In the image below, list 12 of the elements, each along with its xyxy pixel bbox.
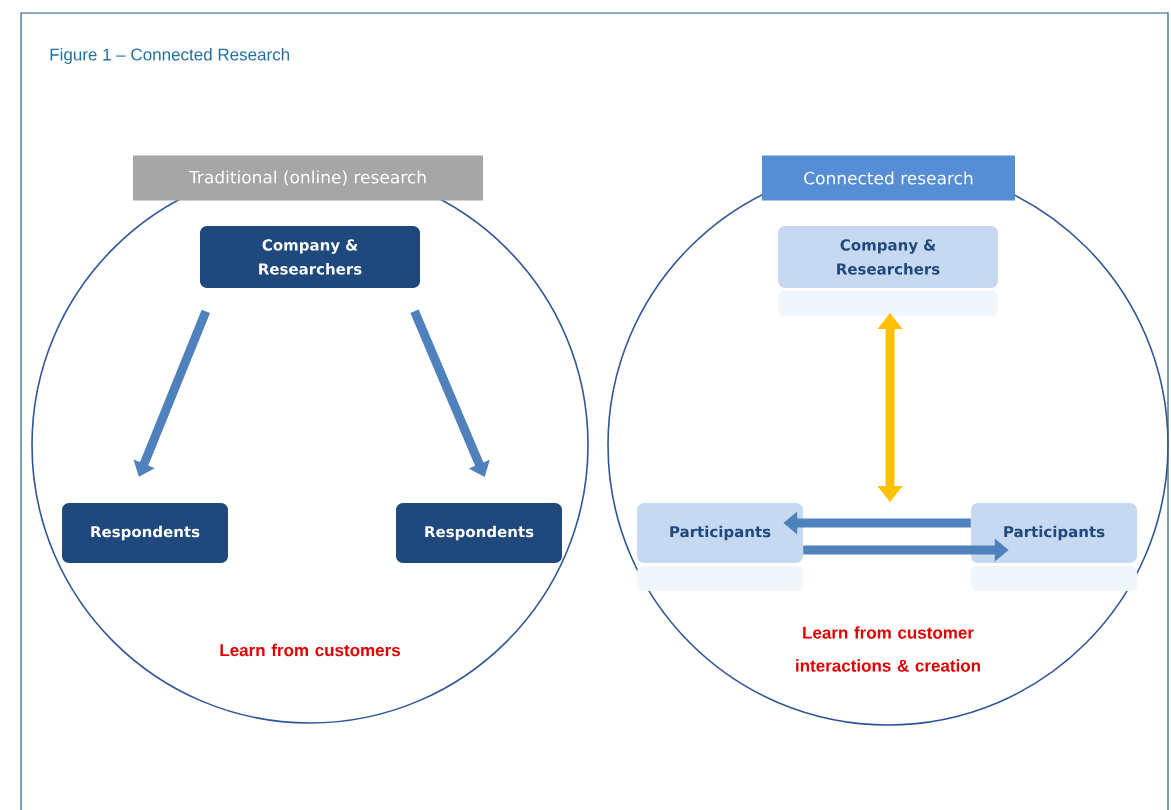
heading-band: Connected research bbox=[762, 155, 1015, 201]
entity-box: Respondents bbox=[396, 503, 562, 563]
conclusion-text: Learn from customers bbox=[220, 643, 400, 657]
conclusion-text: Learn from customer interactions & creation bbox=[796, 626, 980, 672]
heading-band: Traditional (online) research bbox=[133, 155, 483, 201]
entity-box: Respondents bbox=[62, 503, 228, 563]
entity-box: Company & Researchers bbox=[778, 226, 998, 316]
block-arrow bbox=[410, 309, 490, 477]
entity-box: Participants bbox=[637, 503, 803, 591]
entity-box: Company & Researchers bbox=[200, 226, 420, 288]
entity-box: Participants bbox=[971, 503, 1137, 591]
figure-title: Figure 1 – Connected Research bbox=[50, 48, 289, 64]
